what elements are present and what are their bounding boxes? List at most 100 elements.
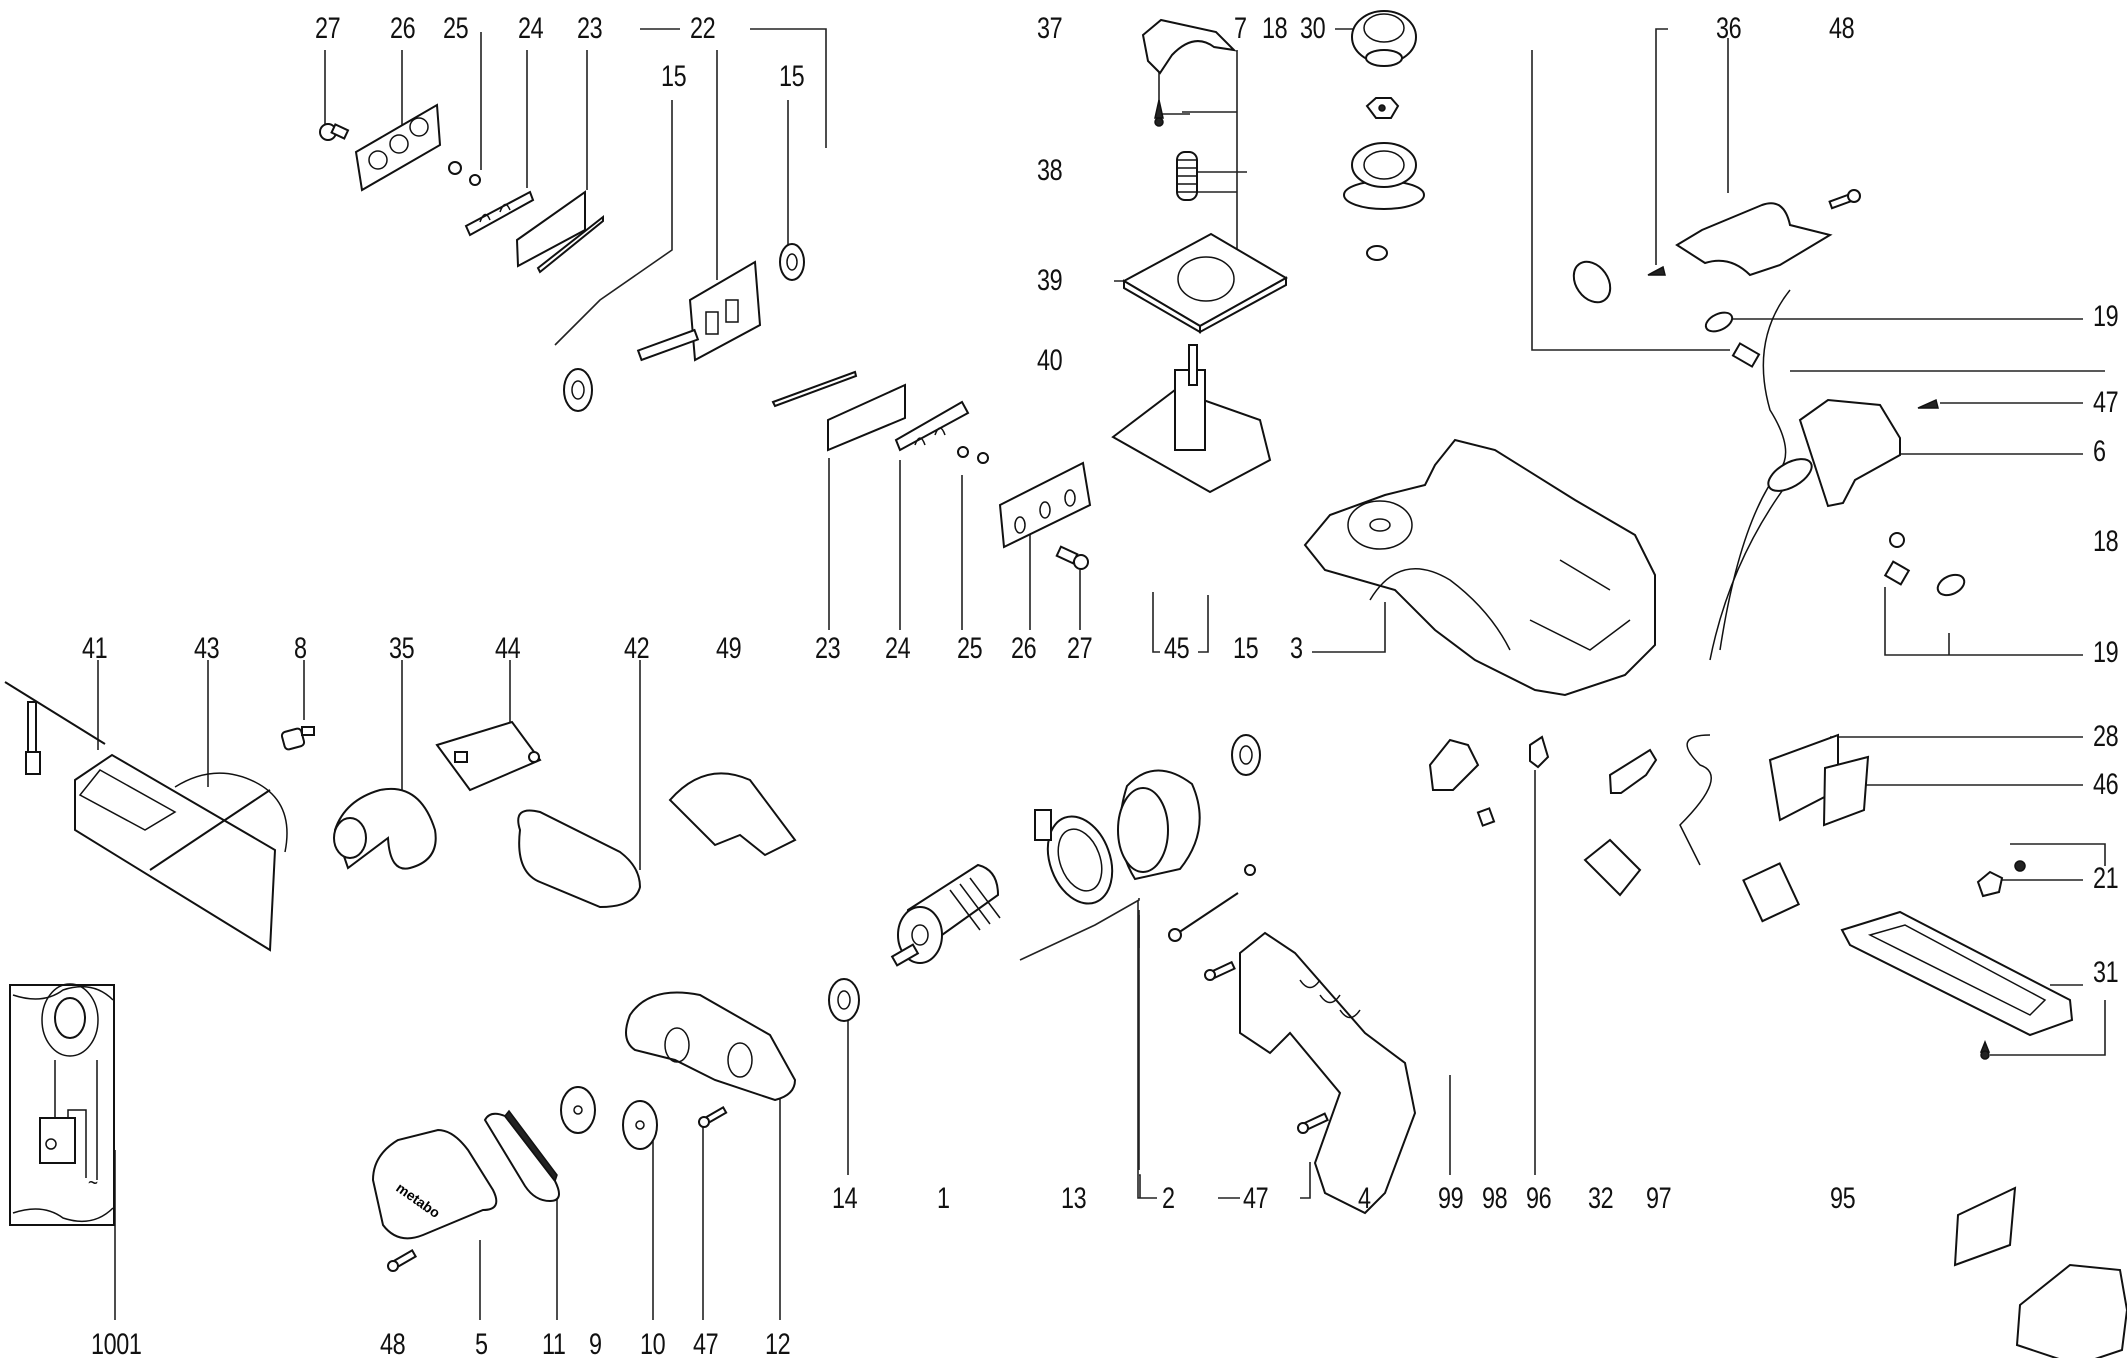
- label-6: 6: [2093, 435, 2106, 468]
- base-plate-31: [1840, 910, 2074, 1037]
- label-21: 21: [2093, 862, 2119, 895]
- label-10: 10: [640, 1328, 666, 1361]
- blade-shaft-22: [636, 260, 762, 362]
- label-31: 31: [2093, 956, 2119, 989]
- label-45: 45: [1164, 632, 1190, 665]
- parallel-guide-43: [74, 753, 287, 952]
- label-37: 37: [1037, 12, 1063, 45]
- screw-30: [1648, 267, 1665, 275]
- screw-handle: [1204, 960, 1236, 981]
- label-15-c: 15: [1233, 632, 1259, 665]
- label-8: 8: [294, 632, 307, 665]
- chip-bag-42: [518, 810, 640, 907]
- label-98: 98: [1482, 1182, 1508, 1215]
- label-39: 39: [1037, 264, 1063, 297]
- bearing-15-right: [779, 243, 805, 281]
- label-23-mid: 23: [815, 632, 841, 665]
- label-28: 28: [2093, 720, 2119, 753]
- label-35: 35: [389, 632, 415, 665]
- pulley-9: [560, 1086, 596, 1134]
- label-46: 46: [2093, 768, 2119, 801]
- part-99: [1430, 740, 1478, 790]
- leader-lines: [98, 29, 2105, 1320]
- label-30: 30: [1300, 12, 1326, 45]
- motor-housing-3: [1305, 440, 1655, 695]
- label-48-bottom: 48: [380, 1328, 406, 1361]
- part-96: [1530, 737, 1548, 767]
- blade-23-b: [771, 370, 906, 452]
- label-25-mid: 25: [957, 632, 983, 665]
- label-7: 7: [1234, 12, 1247, 45]
- label-25-top: 25: [443, 12, 469, 45]
- label-99: 99: [1438, 1182, 1464, 1215]
- bearing-14: [828, 978, 860, 1022]
- drive-belt-11: [485, 1111, 559, 1201]
- screw-47-handle: [1297, 1112, 1329, 1134]
- label-48-top: 48: [1829, 12, 1855, 45]
- plate-39: [1121, 232, 1289, 334]
- wire-harness-6: [1710, 290, 1813, 660]
- t-wrench-41: [5, 682, 105, 775]
- label-32: 32: [1588, 1182, 1614, 1215]
- stator-2: [1117, 770, 1200, 879]
- label-15-b: 15: [779, 60, 805, 93]
- screw-48-bottom: [387, 1249, 418, 1272]
- hex-nut-7: [1365, 97, 1400, 119]
- part-98: [1476, 807, 1496, 827]
- label-97: 97: [1646, 1182, 1672, 1215]
- label-11: 11: [542, 1328, 566, 1361]
- screw-48-top: [1828, 189, 1861, 210]
- clamp-26-b: [998, 461, 1092, 549]
- label-18-top: 18: [1262, 12, 1288, 45]
- planer-blade-23: [515, 190, 604, 274]
- brush-holder-18-bottom: [1883, 532, 1911, 586]
- label-47-mid: 47: [1243, 1182, 1269, 1215]
- label-41: 41: [82, 632, 108, 665]
- knob-7: [1351, 10, 1417, 67]
- chip-elbow-35: [333, 789, 436, 869]
- brush-cap-19-bottom: [1936, 573, 1966, 597]
- label-26-top: 26: [390, 12, 416, 45]
- label-19-bottom: 19: [2093, 636, 2119, 669]
- label-42: 42: [624, 632, 650, 665]
- label-14: 14: [832, 1182, 858, 1215]
- cover-49: [670, 773, 795, 855]
- screw-47-top: [1918, 400, 1938, 408]
- screw-27: [319, 123, 350, 141]
- label-22: 22: [690, 12, 716, 45]
- label-96: 96: [1526, 1182, 1552, 1215]
- battery-adapter-95: [1953, 1186, 2017, 1267]
- brush-plate-13: [1034, 809, 1114, 905]
- cover-36: [1677, 203, 1830, 275]
- schematic-ac-symbol: ~: [88, 1170, 98, 1195]
- label-4: 4: [1358, 1182, 1371, 1215]
- label-15-a: 15: [661, 60, 687, 93]
- label-44: 44: [495, 632, 521, 665]
- switch-21: [1978, 860, 2026, 896]
- handle-4: [1240, 933, 1415, 1213]
- label-36: 36: [1716, 12, 1742, 45]
- label-1: 1: [937, 1182, 950, 1215]
- wiring-diagram-1001: [9, 983, 115, 1226]
- label-47-bottom: 47: [693, 1328, 719, 1361]
- label-1001: 1001: [91, 1328, 142, 1361]
- brush-cap-19-top: [1704, 311, 1734, 333]
- label-47-right: 47: [2093, 386, 2119, 419]
- screw-27-b: [1055, 545, 1089, 570]
- label-9: 9: [589, 1328, 602, 1361]
- part-32: [1585, 840, 1640, 895]
- screw-small-25: [448, 161, 481, 186]
- washer-7: [1366, 245, 1388, 261]
- label-27-mid: 27: [1067, 632, 1093, 665]
- pulley-10: [622, 1100, 658, 1150]
- label-49: 49: [716, 632, 742, 665]
- label-19-top: 19: [2093, 300, 2119, 333]
- label-40: 40: [1037, 344, 1063, 377]
- adjustment-knob-40: [1111, 344, 1272, 494]
- clamping-plate-26: [354, 103, 442, 192]
- bearing-housing-7: [1343, 142, 1425, 210]
- switch-housing-6: [1798, 398, 1901, 508]
- electronics-28: [1680, 733, 1870, 923]
- gear-housing-12: [626, 993, 795, 1101]
